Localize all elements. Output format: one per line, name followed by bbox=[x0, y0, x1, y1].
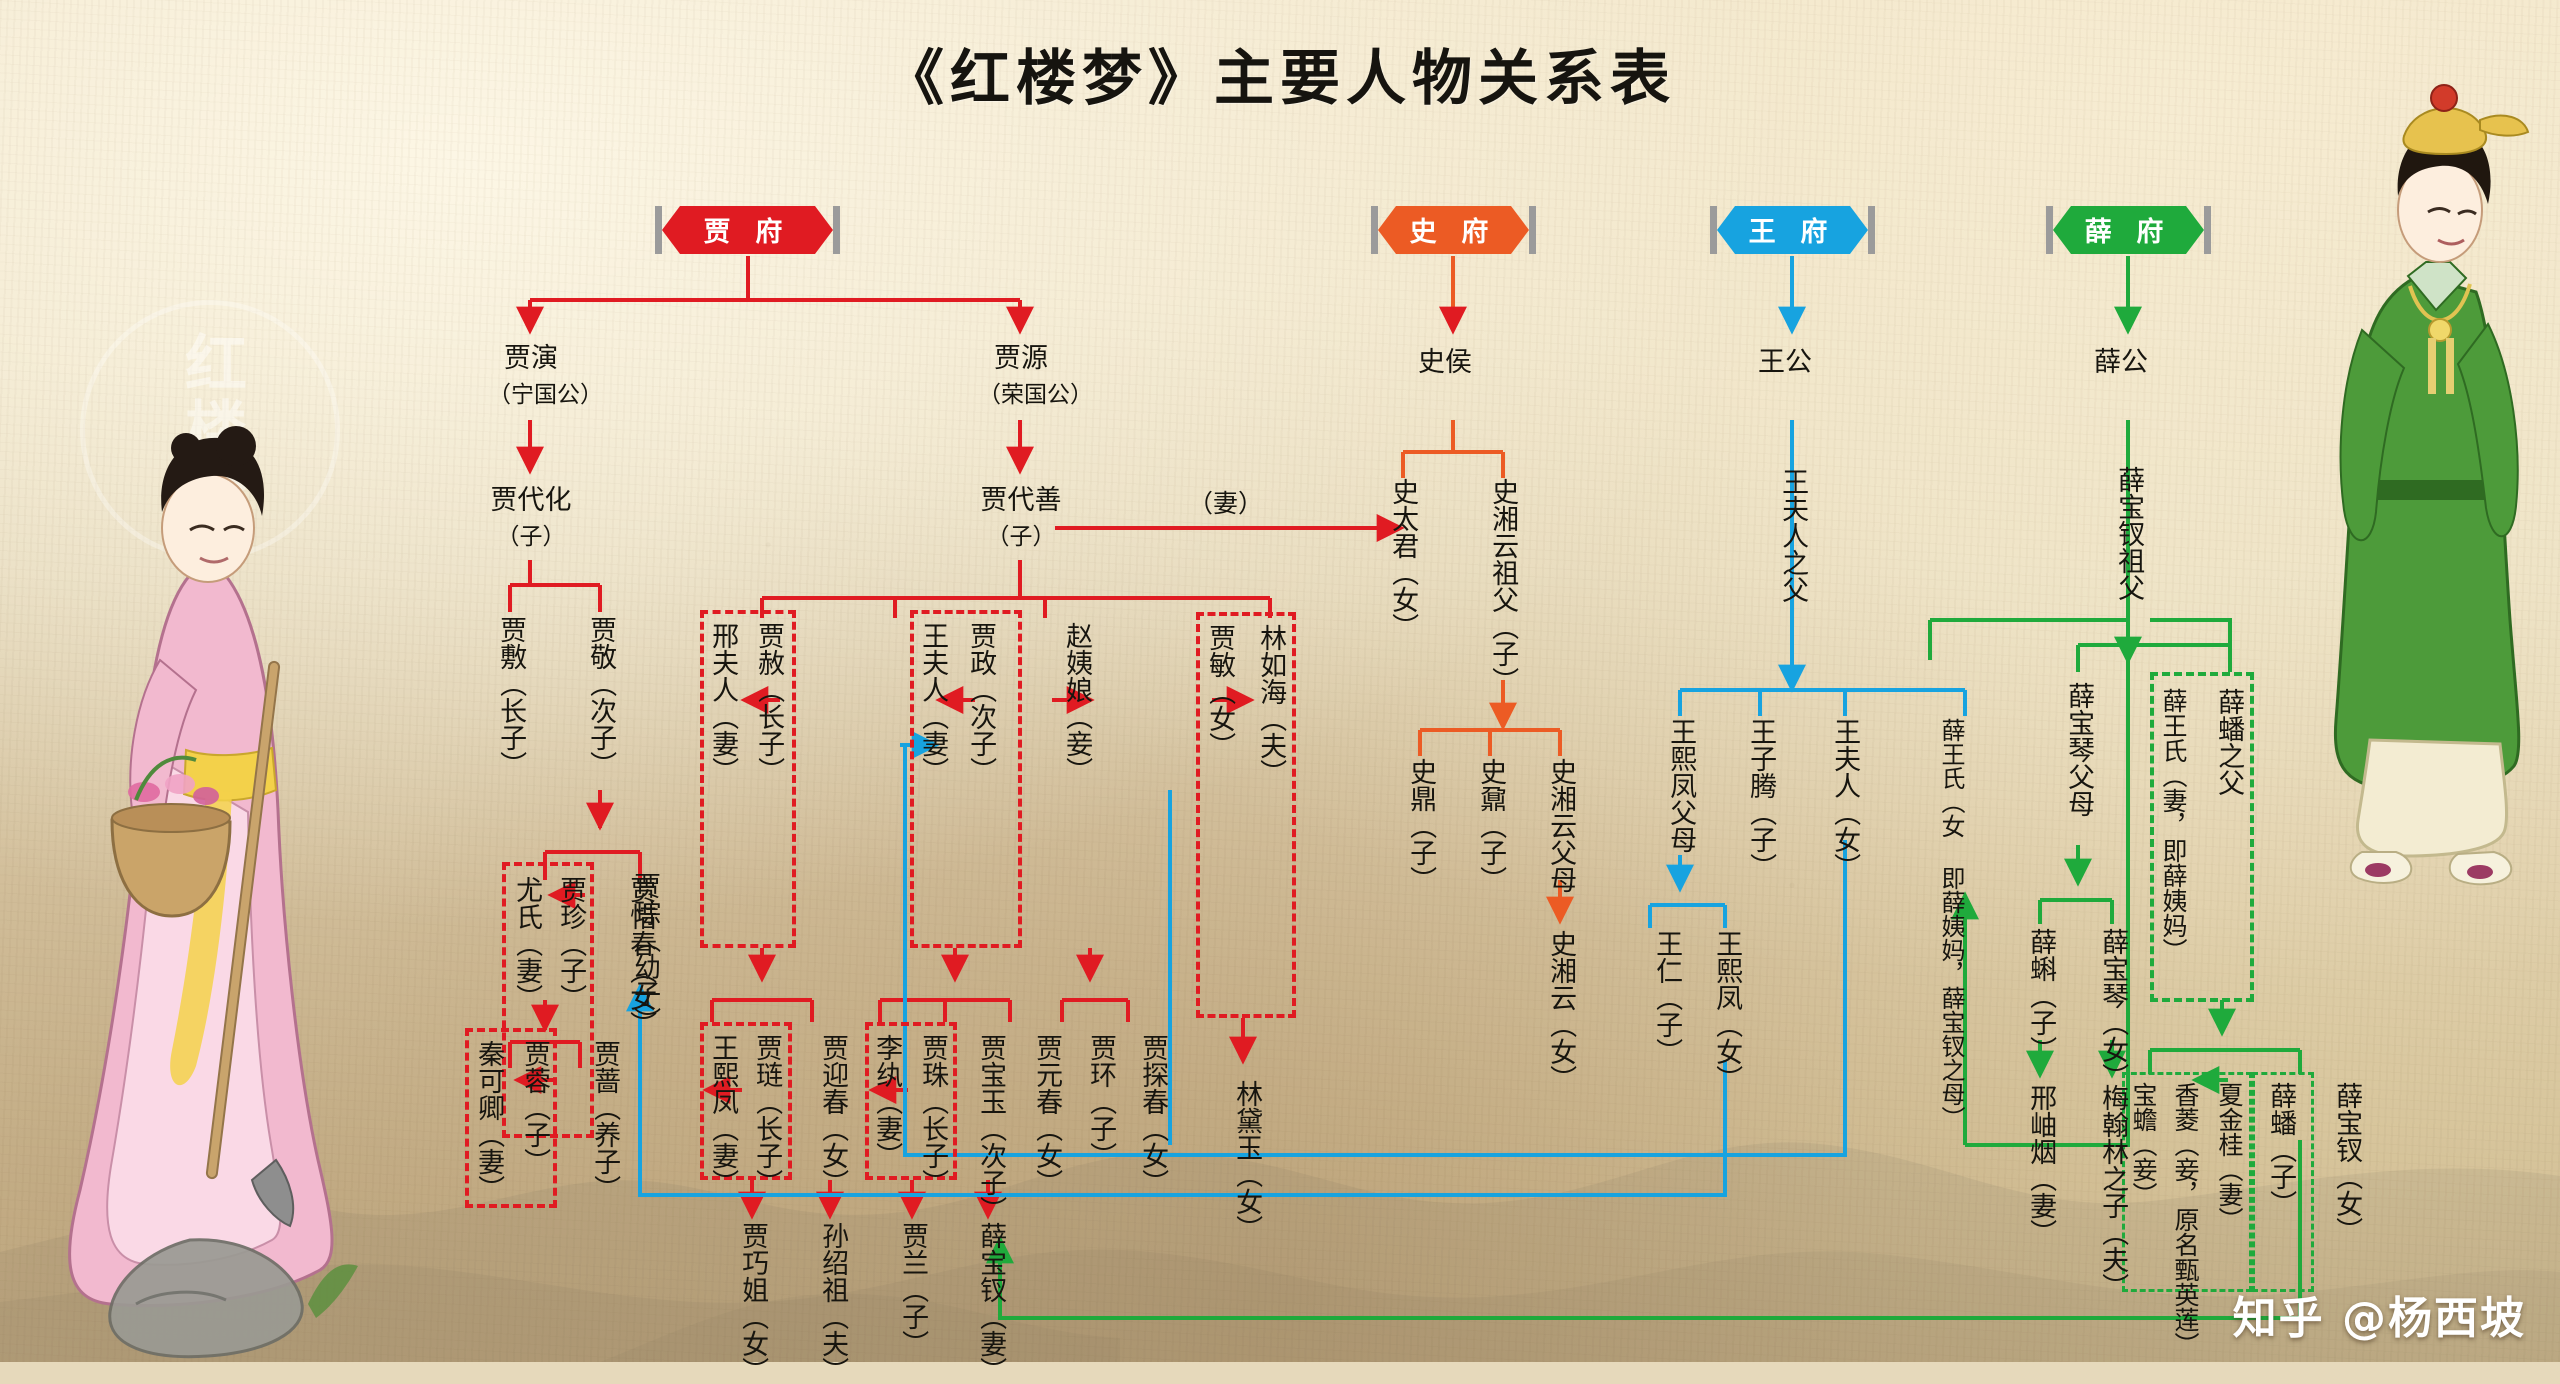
node-xue-wangshi-xue: 薛王氏（妻，即薛姨妈） bbox=[2159, 688, 2188, 963]
node-xue-baochai-zufu: 薛宝钗祖父 bbox=[2113, 466, 2145, 601]
dashed-pair-lihuan-jiazhu bbox=[865, 1022, 957, 1180]
node-xue-pan-zhifu: 薛蟠之父 bbox=[2213, 688, 2245, 796]
node-sun-shaozu: 孙绍祖（夫） bbox=[817, 1222, 849, 1384]
node-jia-zheng: 贾政（次子） bbox=[965, 622, 997, 784]
node-shi-nai: 史鼐（子） bbox=[1475, 758, 1507, 893]
page-title: 《红楼梦》主要人物关系表 bbox=[884, 44, 1676, 114]
node-qinkeqing: 秦可卿（妻） bbox=[473, 1040, 505, 1202]
figure-lady-left bbox=[68, 426, 358, 1359]
banner-jia-label: 贾 府 bbox=[703, 216, 792, 247]
node-jia-tanchun: 贾探春（女） bbox=[1137, 1034, 1169, 1196]
node-wang-furen: 王夫人（妻） bbox=[917, 622, 949, 784]
node-wang-gong: 王公 bbox=[1758, 347, 1812, 378]
node-shi-xiangyun: 史湘云（女） bbox=[1545, 930, 1577, 1092]
node-wang-xifeng-wang: 王熙凤（女） bbox=[1711, 930, 1743, 1092]
node-jia-qiang: 贾蔷（养子） bbox=[589, 1040, 621, 1202]
dashed-pair-wangxifeng-jialian bbox=[700, 1022, 792, 1180]
banner-shi[interactable]: 史 府 bbox=[1371, 206, 1536, 254]
label-spouse-daishan: （妻） bbox=[1188, 489, 1264, 518]
node-jia-min: 贾敏（女） bbox=[1204, 624, 1236, 759]
node-xue-pan: 薛蟠（子） bbox=[2265, 1082, 2297, 1217]
dashed-box-xuepan-son bbox=[2252, 1072, 2314, 1292]
node-xue-baochai-xue: 薛宝钗（女） bbox=[2331, 1082, 2363, 1244]
node-shi-taijun: 史太君（女） bbox=[1387, 478, 1419, 640]
node-jia-she: 贾赦（长子） bbox=[753, 622, 785, 784]
node-baochan: 宝蟾（妾） bbox=[2129, 1082, 2158, 1207]
banner-xue-label: 薛 府 bbox=[2084, 216, 2173, 247]
node-wang-furen-wang: 王夫人（女） bbox=[1829, 718, 1861, 880]
node-jia-lian: 贾琏（长子） bbox=[751, 1034, 783, 1196]
node-xia-jingui: 夏金桂（妻） bbox=[2215, 1082, 2244, 1232]
node-jia-lan: 贾兰（子） bbox=[897, 1222, 929, 1357]
node-jia-zhen: 贾珍（子） bbox=[555, 876, 587, 1011]
node-jia-daihua: 贾代化 （子） bbox=[490, 485, 572, 550]
node-zhao-yiniang: 赵姨娘（妾） bbox=[1061, 622, 1093, 784]
node-wang-ziteng: 王子腾（子） bbox=[1745, 718, 1777, 880]
dashed-pair-xiajingui-xuepan bbox=[2122, 1072, 2252, 1292]
banner-jia[interactable]: 贾 府 bbox=[655, 206, 840, 254]
node-xue-baoqin-fumu: 薛宝琴父母 bbox=[2063, 682, 2095, 817]
banner-wang[interactable]: 王 府 bbox=[1710, 206, 1875, 254]
dashed-pair-qinkeqing-jiarong bbox=[465, 1028, 557, 1208]
node-jia-rong: 贾蓉（子） bbox=[519, 1040, 551, 1175]
node-wang-furen-zhifu: 王夫人之父 bbox=[1777, 468, 1809, 603]
figure-man-right bbox=[2333, 84, 2530, 886]
node-jia-yan: 贾演 （宁国公） bbox=[488, 343, 603, 408]
node-xue-baochai-jia: 薛宝钗（妻） bbox=[975, 1222, 1007, 1384]
dashed-pair-xingfuren-jiashe bbox=[700, 610, 796, 948]
node-shi-ding: 史鼎（子） bbox=[1405, 758, 1437, 893]
node-jia-yingchun: 贾迎春（女） bbox=[817, 1034, 849, 1196]
node-xing-furen: 邢夫人（妻） bbox=[707, 622, 739, 784]
node-wang-xifeng-jia: 王熙凤（妻） bbox=[707, 1034, 739, 1196]
dashed-pair-youshi-jiazhen bbox=[502, 862, 594, 1138]
node-jia-zhu: 贾珠（长子） bbox=[917, 1034, 949, 1196]
dashed-pair-wangfuren-jiazheng bbox=[910, 610, 1022, 948]
node-li-wan: 李纨（妻） bbox=[871, 1034, 903, 1169]
node-jia-yuanchun: 贾元春（女） bbox=[1031, 1034, 1063, 1196]
node-xing-xiuyan: 邢岫烟（妻） bbox=[2025, 1084, 2057, 1246]
node-jia-baoyu: 贾宝玉（次子） bbox=[975, 1034, 1007, 1223]
node-lin-ruhai: 林如海（夫） bbox=[1255, 624, 1287, 786]
node-jia-cong: 贾琮（幼子） bbox=[629, 872, 661, 1034]
banner-shi-label: 史 府 bbox=[1409, 216, 1498, 247]
node-jia-huan: 贾环（子） bbox=[1085, 1034, 1117, 1169]
node-jia-jing: 贾敬（次子） bbox=[585, 616, 617, 778]
dashed-pair-jiamin-linruhai bbox=[1196, 612, 1296, 1018]
node-lin-daiyu: 林黛玉（女） bbox=[1231, 1080, 1263, 1242]
dashed-pair-xuewangshi-xuepanfu bbox=[2150, 672, 2254, 1002]
node-shi-xiangyun-fumu: 史湘云父母 bbox=[1545, 758, 1577, 893]
node-xue-gong: 薛公 bbox=[2094, 347, 2148, 378]
node-shi-hou: 史侯 bbox=[1418, 347, 1472, 378]
node-xiangling: 香菱（妾，原名甄英莲） bbox=[2171, 1082, 2200, 1357]
node-shi-xiangyun-zufu: 史湘云祖父（子） bbox=[1487, 478, 1519, 694]
banner-xue[interactable]: 薛 府 bbox=[2046, 206, 2211, 254]
node-jia-yuan: 贾源 （荣国公） bbox=[978, 343, 1093, 408]
node-wang-ren: 王仁（子） bbox=[1651, 930, 1683, 1065]
banner-wang-label: 王 府 bbox=[1748, 216, 1837, 247]
node-xue-ke: 薛蝌（子） bbox=[2025, 928, 2057, 1063]
watermark: 知乎 @杨西坡 bbox=[2232, 1293, 2526, 1344]
node-youshi: 尤氏（妻） bbox=[511, 876, 543, 1011]
node-xue-wangshi-wang: 薛王氏（女 即薛姨妈，薛宝钗之母） bbox=[1936, 718, 1965, 1130]
node-jia-xichun: 贾惜春（女） bbox=[625, 876, 657, 1038]
node-jia-qiaojie: 贾巧姐（女） bbox=[737, 1222, 769, 1384]
node-jia-daishan: 贾代善 （子） bbox=[980, 485, 1062, 550]
node-xue-baoqin: 薛宝琴（女） bbox=[2097, 928, 2129, 1090]
node-jia-fu: 贾敷（长子） bbox=[495, 616, 527, 778]
node-wang-xifeng-fumu: 王熙凤父母 bbox=[1665, 718, 1697, 853]
node-mei-hanlin-zhizi: 梅翰林之子（夫） bbox=[2097, 1084, 2129, 1300]
